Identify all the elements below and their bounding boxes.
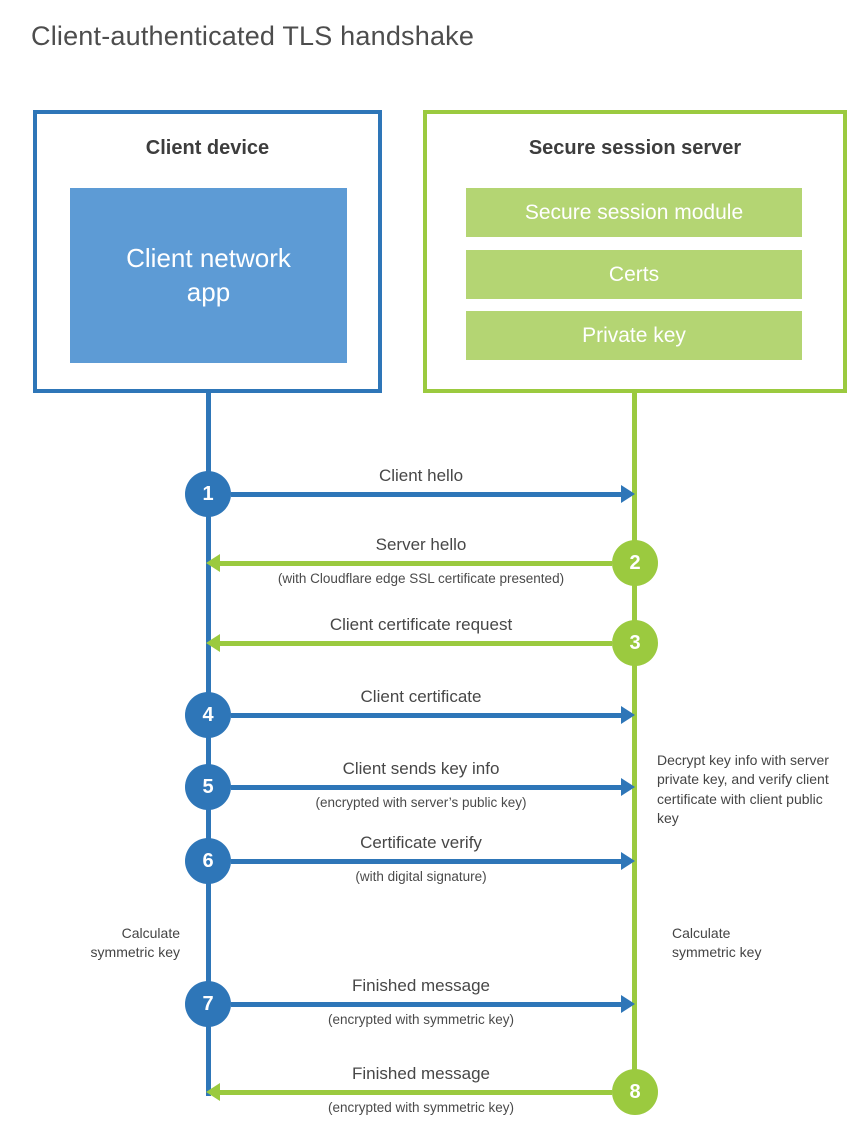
server-module-bar: Secure session module [466,188,802,237]
step-8-number: 8 [629,1080,641,1103]
step-5-arrow [231,785,621,790]
step-1-label: Client hello [378,466,464,485]
note-decrypt-key-info: Decrypt key info with server private key… [657,752,829,826]
client-lifeline [206,393,211,1096]
step-8-arrow [220,1090,612,1095]
note-calculate-symmetric-key-left: Calculate symmetric key [90,925,180,961]
step-7-number: 7 [202,992,214,1015]
step-3-number: 3 [629,631,641,654]
step-7-label: Finished message [352,976,490,995]
step-6-circle: 6 [185,838,231,884]
step-3-arrow [220,641,612,646]
step-7-arrowhead-icon [621,995,635,1013]
step-5-sublabel: (encrypted with server’s public key) [315,795,527,810]
step-7-sublabel: (encrypted with symmetric key) [327,1012,515,1027]
step-1-circle: 1 [185,471,231,517]
step-7-arrow [231,1002,621,1007]
step-3-arrowhead-icon [206,634,220,652]
step-4-circle: 4 [185,692,231,738]
note-calculate-symmetric-key-right: Calculate symmetric key [672,925,762,961]
client-network-app-box: Client network app [70,188,347,363]
server-module-label: Secure session module [524,200,744,224]
step-6-arrow [231,859,621,864]
step-7-circle: 7 [185,981,231,1027]
step-2-arrow [220,561,612,566]
step-4-arrowhead-icon [621,706,635,724]
step-2-arrowhead-icon [206,554,220,572]
step-2-sublabel: (with Cloudflare edge SSL certificate pr… [277,571,565,586]
step-1-number: 1 [202,482,214,505]
step-1-arrow [231,492,621,497]
step-8-arrowhead-icon [206,1083,220,1101]
server-module-bar: Private key [466,311,802,360]
step-3-label: Client certificate request [329,615,513,634]
step-4-label: Client certificate [360,687,482,706]
step-3-circle: 3 [612,620,658,666]
client-network-app-label: Client network app [126,242,291,307]
server-module-label: Private key [582,323,686,347]
step-5-arrowhead-icon [621,778,635,796]
step-1-arrowhead-icon [621,485,635,503]
page-title: Client-authenticated TLS handshake [31,21,475,51]
step-4-number: 4 [202,703,214,726]
step-5-circle: 5 [185,764,231,810]
step-4-arrow [231,713,621,718]
step-8-circle: 8 [612,1069,658,1115]
step-8-label: Finished message [352,1064,490,1083]
step-2-label: Server hello [375,535,467,554]
step-2-circle: 2 [612,540,658,586]
step-6-number: 6 [202,849,214,872]
secure-session-server-title: Secure session server [528,137,742,159]
step-5-label: Client sends key info [342,759,500,778]
server-lifeline [632,393,637,1093]
client-device-title: Client device [145,137,270,159]
step-6-arrowhead-icon [621,852,635,870]
step-8-sublabel: (encrypted with symmetric key) [327,1100,515,1115]
step-2-number: 2 [629,551,641,574]
step-6-sublabel: (with digital signature) [355,869,487,884]
step-6-label: Certificate verify [360,833,482,852]
server-module-bar: Certs [466,250,802,299]
server-module-label: Certs [608,262,660,286]
step-5-number: 5 [202,775,214,798]
